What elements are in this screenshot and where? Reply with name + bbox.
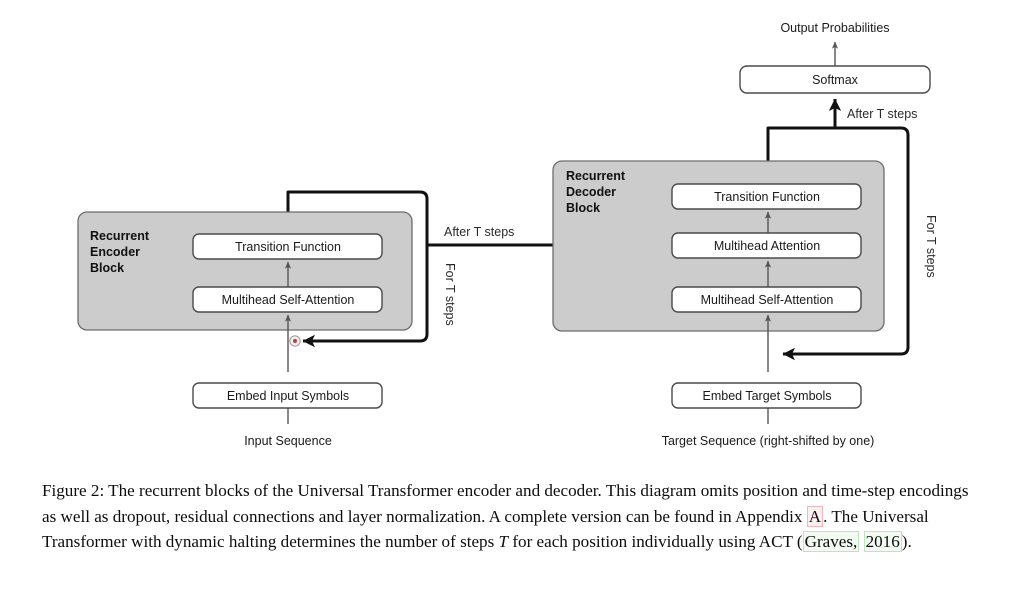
figure-caption: Figure 2: The recurrent blocks of the Un… xyxy=(42,478,972,555)
decoder-box-multihead-self-attention[interactable] xyxy=(671,286,862,313)
decoder-heading-line2: Decoder xyxy=(566,185,616,199)
decoder-box-multihead-self-attention-label: Multihead Self-Attention xyxy=(701,293,834,307)
decoder-heading-line1: Recurrent xyxy=(566,169,626,183)
output-probabilities-label: Output Probabilities xyxy=(780,21,889,35)
encoder-embed-input-symbols-box[interactable] xyxy=(192,382,383,409)
caption-part2: . The Universal Transformer with dynamic… xyxy=(42,506,929,552)
softmax-label: Softmax xyxy=(812,73,859,87)
decoder-box-transition-function[interactable] xyxy=(671,183,862,210)
caption-prefix: Figure 2: xyxy=(42,481,105,500)
encoder-box-multihead-self-attention-label: Multihead Self-Attention xyxy=(222,293,355,307)
caption-part4: ). xyxy=(901,532,912,551)
decoder-heading-line3: Block xyxy=(566,201,600,215)
decoder-embed-target-symbols-box[interactable] xyxy=(671,382,862,409)
after-t-steps-encoder-label: After T steps xyxy=(444,225,514,239)
decoder-target-sequence-label: Target Sequence (right-shifted by one) xyxy=(662,434,875,448)
encoder-box-transition-function-label: Transition Function xyxy=(235,240,341,254)
universal-transformer-diagram: Recurrent Encoder Block Transition Funct… xyxy=(77,21,938,448)
encoder-embed-input-symbols-label: Embed Input Symbols xyxy=(227,389,349,403)
encoder-box-transition-function[interactable] xyxy=(192,233,383,260)
encoder-recurrence-loop xyxy=(286,190,429,348)
caption-part1: The recurrent blocks of the Universal Tr… xyxy=(42,481,969,526)
citation-author-link[interactable]: Graves, xyxy=(802,531,860,552)
decoder-embed-target-symbols-label: Embed Target Symbols xyxy=(703,389,832,403)
decoder-box-transition-function-label: Transition Function xyxy=(714,190,820,204)
citation-year-link[interactable]: 2016 xyxy=(863,531,902,552)
decoder-for-t-steps-label: For T steps xyxy=(924,215,938,278)
caption-part3: for each position individually using ACT… xyxy=(508,532,803,551)
after-t-steps-decoder-label: After T steps xyxy=(847,107,917,121)
decoder-box-multihead-attention[interactable] xyxy=(671,232,862,259)
encoder-heading-line1: Recurrent xyxy=(90,229,150,243)
figure-diagram: Recurrent Encoder Block Transition Funct… xyxy=(77,21,938,448)
encoder-heading-line2: Encoder xyxy=(90,245,140,259)
caption-steps-variable: T xyxy=(498,532,509,551)
cursor-marker-icon xyxy=(289,335,301,347)
encoder-for-t-steps-label: For T steps xyxy=(443,263,457,326)
appendix-a-link[interactable]: A xyxy=(806,505,824,527)
encoder-input-sequence-label: Input Sequence xyxy=(244,434,332,448)
encoder-heading-line3: Block xyxy=(90,261,124,275)
decoder-recurrence-loop xyxy=(766,126,910,361)
encoder-box-multihead-self-attention[interactable] xyxy=(192,286,383,313)
decoder-box-multihead-attention-label: Multihead Attention xyxy=(714,239,820,253)
